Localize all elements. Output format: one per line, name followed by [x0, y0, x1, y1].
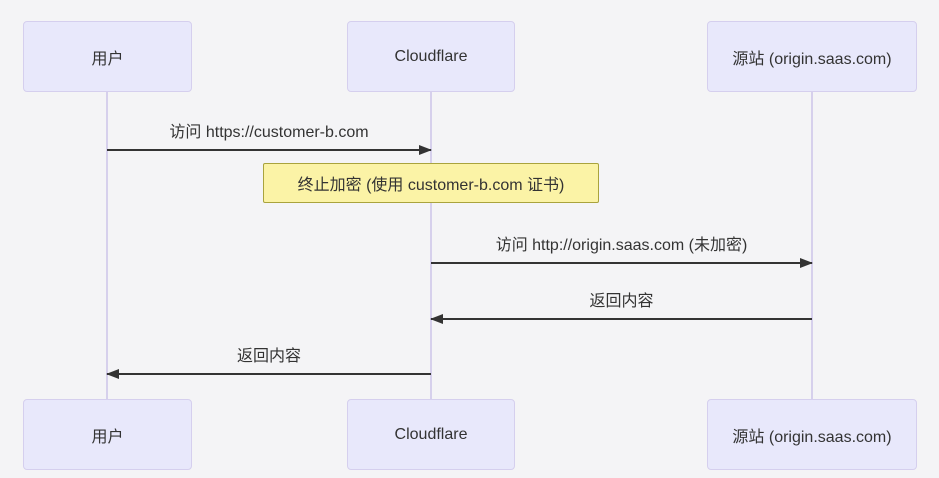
arrow-left-icon — [430, 314, 812, 324]
arrow-left-icon — [106, 369, 431, 379]
arrow-right-icon — [431, 258, 813, 268]
lifeline-origin — [811, 92, 813, 399]
actor-origin-top: 源站 (origin.saas.com) — [707, 21, 917, 92]
message-request-origin: 访问 http://origin.saas.com (未加密) — [431, 234, 813, 268]
actor-user-label: 用户 — [91, 50, 124, 68]
actor-user-bottom: 用户 — [23, 399, 192, 470]
actor-origin-bottom: 源站 (origin.saas.com) — [707, 399, 917, 470]
message-request-customer-b: 访问 https://customer-b.com — [107, 121, 432, 155]
actor-origin-label: 源站 (origin.saas.com) — [732, 50, 892, 68]
arrow-right-icon — [107, 145, 432, 155]
message-return-content-origin: 返回内容 — [430, 290, 812, 324]
actor-cloudflare-bottom: Cloudflare — [347, 399, 515, 470]
message-return-content-user-label: 返回内容 — [236, 348, 301, 365]
lifeline-user — [106, 92, 108, 399]
actor-user-label: 用户 — [91, 428, 124, 446]
actor-cloudflare-label: Cloudflare — [394, 47, 468, 65]
note-terminate-encryption: 终止加密 (使用 customer-b.com 证书) — [263, 163, 599, 203]
actor-cloudflare-top: Cloudflare — [347, 21, 515, 92]
message-request-customer-b-label: 访问 https://customer-b.com — [169, 124, 369, 141]
message-return-content-origin-label: 返回内容 — [589, 293, 654, 310]
message-return-content-user: 返回内容 — [106, 345, 431, 379]
lifeline-cloudflare — [430, 92, 432, 399]
actor-origin-label: 源站 (origin.saas.com) — [732, 428, 892, 446]
actor-cloudflare-label: Cloudflare — [394, 425, 468, 443]
message-request-origin-label: 访问 http://origin.saas.com (未加密) — [495, 237, 748, 254]
actor-user-top: 用户 — [23, 21, 192, 92]
